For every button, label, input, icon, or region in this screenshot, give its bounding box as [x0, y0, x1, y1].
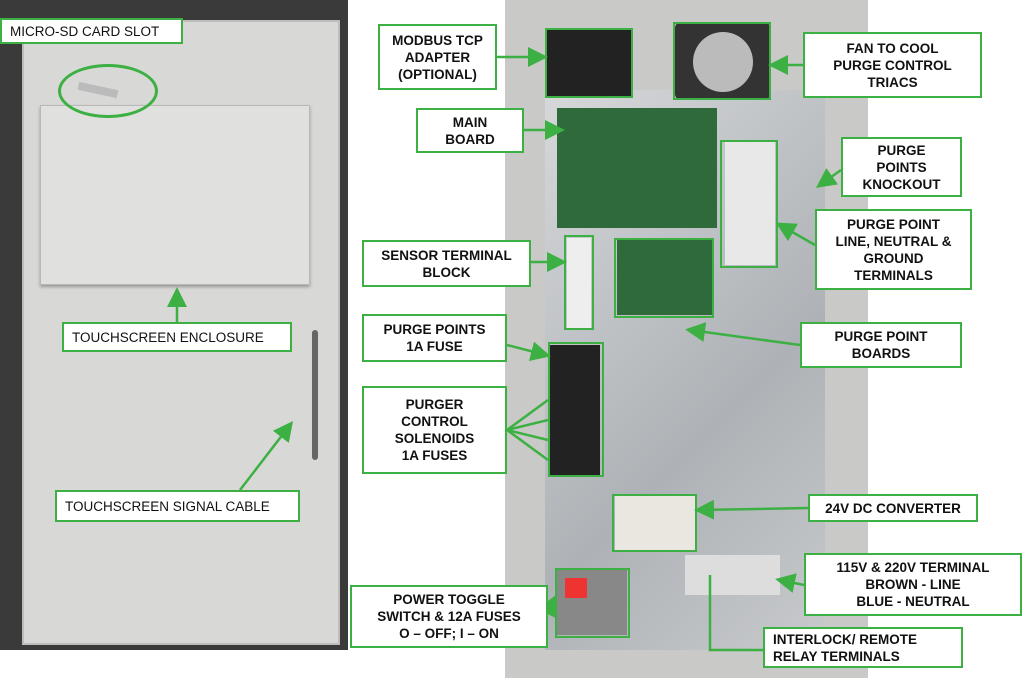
label-touchscreen-enclosure: TOUCHSCREEN ENCLOSURE: [62, 322, 292, 352]
label-sensor-block: SENSOR TERMINAL BLOCK: [362, 240, 531, 287]
modbus-adapter: [547, 28, 632, 98]
boards-highlight: [614, 238, 714, 318]
label-mains-terminal: 115V & 220V TERMINAL BROWN - LINE BLUE -…: [804, 553, 1022, 616]
label-interlock: INTERLOCK/ REMOTE RELAY TERMINALS: [763, 627, 963, 668]
label-dc-converter: 24V DC CONVERTER: [808, 494, 978, 522]
label-purge-terminals: PURGE POINT LINE, NEUTRAL & GROUND TERMI…: [815, 209, 972, 290]
signal-cable: [312, 330, 318, 460]
sd-highlight: [58, 64, 158, 118]
mains-terminals: [685, 555, 780, 595]
label-main-board: MAIN BOARD: [416, 108, 524, 153]
fan: [675, 22, 770, 100]
power-switch-panel: [557, 570, 627, 635]
label-knockout: PURGE POINTS KNOCKOUT: [841, 137, 962, 197]
fuse-block: [550, 345, 600, 475]
label-purge-boards: PURGE POINT BOARDS: [800, 322, 962, 368]
label-purge-fuse: PURGE POINTS 1A FUSE: [362, 314, 507, 362]
label-modbus: MODBUS TCP ADAPTER (OPTIONAL): [378, 24, 497, 90]
purge-terminal-strip: [725, 140, 775, 265]
purge-boards: [617, 240, 712, 315]
label-touchscreen-cable: TOUCHSCREEN SIGNAL CABLE: [55, 490, 300, 522]
converter-highlight: [612, 494, 697, 552]
sensor-highlight: [564, 235, 594, 330]
label-power-toggle: POWER TOGGLE SWITCH & 12A FUSES O – OFF;…: [350, 585, 548, 648]
touchscreen-cover: [40, 105, 310, 285]
label-solenoids: PURGER CONTROL SOLENOIDS 1A FUSES: [362, 386, 507, 474]
dc-converter: [615, 496, 697, 551]
main-board: [557, 108, 717, 228]
switch-highlight: [555, 568, 630, 638]
terminals-highlight: [720, 140, 778, 268]
label-micro-sd: MICRO-SD CARD SLOT: [0, 18, 183, 44]
fuse-highlight: [548, 342, 604, 477]
label-fan: FAN TO COOL PURGE CONTROL TRIACS: [803, 32, 982, 98]
sensor-terminal: [567, 238, 591, 328]
